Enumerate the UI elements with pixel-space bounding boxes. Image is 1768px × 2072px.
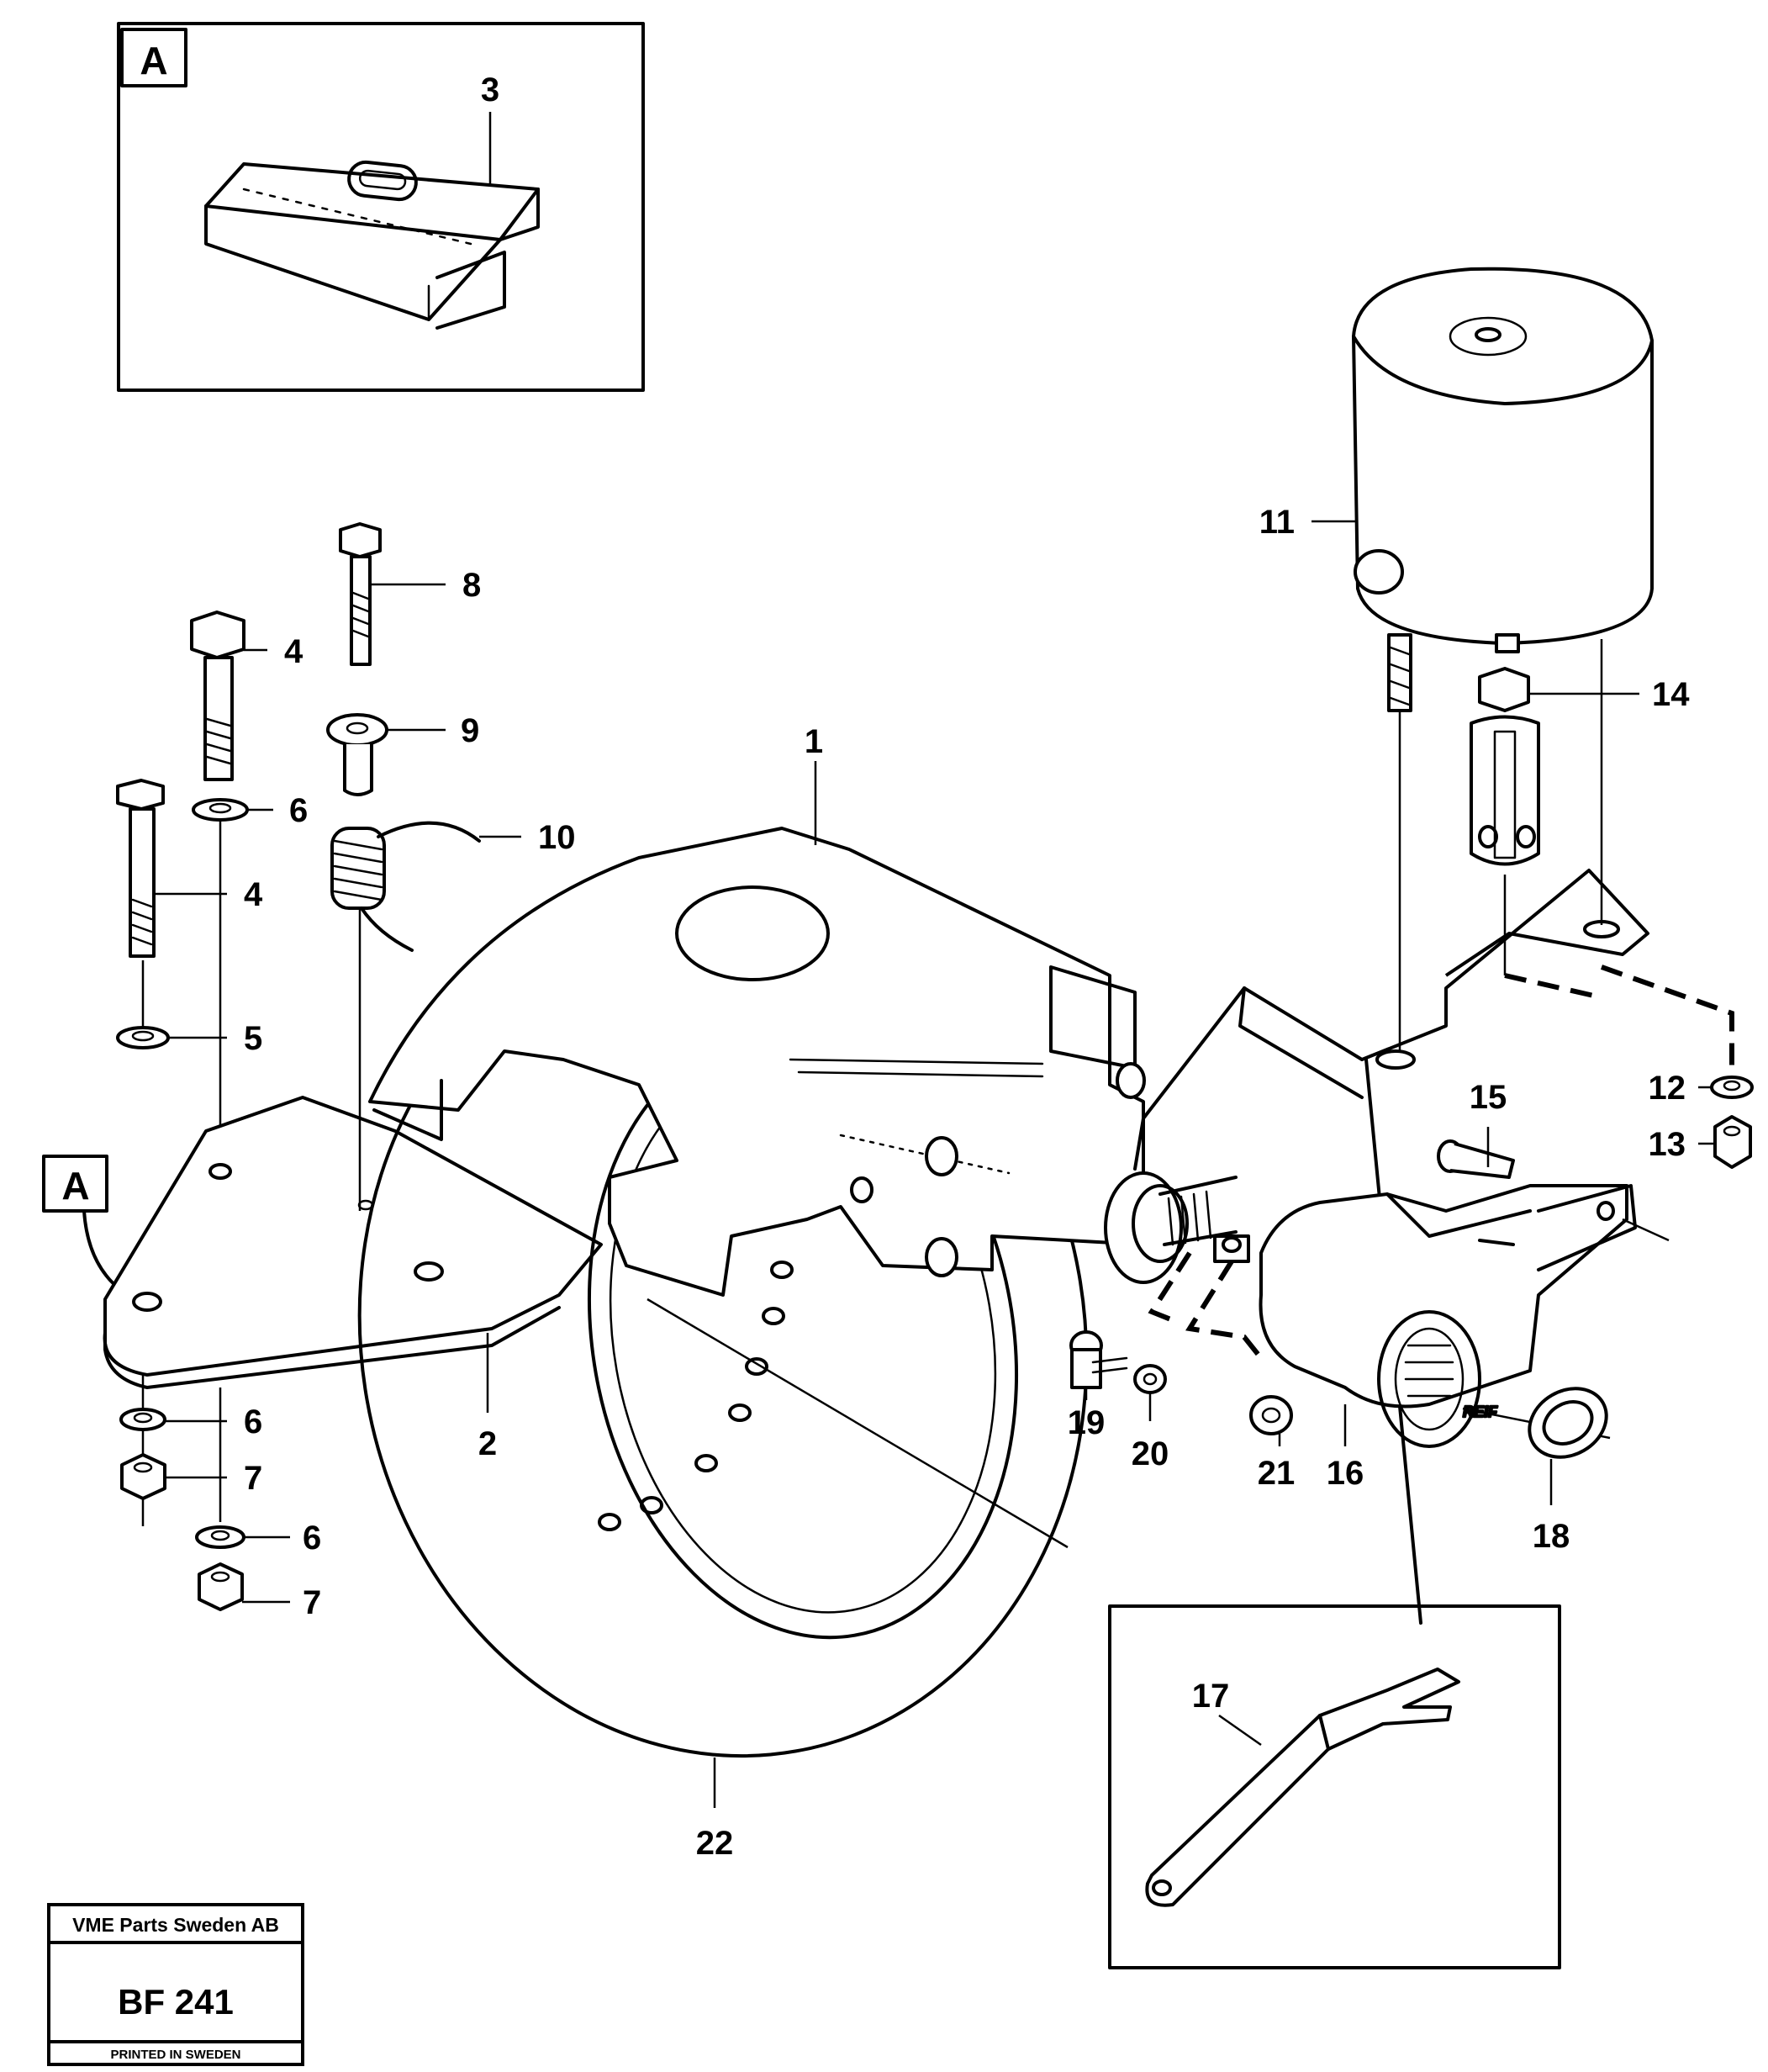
lock-pin (1213, 1234, 1250, 1263)
brake-bracket (368, 827, 1145, 1297)
callout-12: 12 (1649, 1070, 1686, 1107)
callout-9: 9 (461, 712, 479, 749)
nut-7-lower (198, 1562, 244, 1611)
adjusting-arm-inset (1108, 1604, 1561, 1969)
housing-marking: REIF (1463, 1403, 1498, 1420)
callout-4-lower: 4 (244, 876, 263, 913)
stamp-printed: PRINTED IN SWEDEN (110, 2048, 240, 2062)
callout-7-upper: 7 (244, 1460, 262, 1497)
clevis-14 (1470, 667, 1540, 866)
callout-14: 14 (1652, 676, 1690, 713)
callout-10: 10 (538, 819, 576, 856)
callout-11: 11 (1259, 504, 1295, 541)
callout-1: 1 (805, 723, 823, 760)
washer-6-top (192, 798, 249, 822)
detail-a-pointer-label: A (61, 1164, 89, 1208)
detail-a-label: A (140, 39, 167, 82)
callout-13: 13 (1649, 1126, 1686, 1163)
callout-4-upper: 4 (284, 633, 303, 670)
nut-13 (1713, 1115, 1752, 1169)
publisher-stamp: VME Parts Sweden AB BF 241 PRINTED IN SW… (47, 1903, 304, 2066)
stamp-code: BF 241 (118, 1982, 234, 2022)
pivot-bushings (850, 1062, 1146, 1277)
bolt-19 (1069, 1330, 1128, 1389)
washer-6-mid (119, 1408, 166, 1431)
callout-18: 18 (1533, 1518, 1570, 1555)
nut-21 (1249, 1395, 1293, 1435)
bolt-4-long (116, 779, 165, 958)
drum-bolt-holes (598, 1261, 794, 1531)
callout-2: 2 (478, 1425, 497, 1462)
bolt-15 (1437, 1139, 1515, 1179)
seal-ring-18 (1528, 1387, 1608, 1459)
brake-chamber (1352, 267, 1654, 712)
callout-6-top: 6 (289, 792, 308, 829)
bolt-4-short (190, 610, 245, 781)
wedge-plate-part (204, 160, 540, 330)
detail-a-inset: A 3 (117, 22, 645, 392)
callout-17: 17 (1192, 1678, 1230, 1715)
callout-22: 22 (696, 1825, 734, 1862)
sleeve-9 (326, 713, 388, 796)
bolt-8 (339, 522, 382, 666)
callout-5: 5 (244, 1020, 262, 1057)
nut-7-upper (120, 1453, 166, 1500)
callout-6-low: 6 (303, 1520, 321, 1557)
callout-21: 21 (1258, 1455, 1296, 1492)
callout-20: 20 (1132, 1435, 1169, 1472)
washer-6-low (195, 1525, 245, 1549)
callout-16: 16 (1327, 1455, 1364, 1492)
mounting-plate (103, 1096, 603, 1389)
slack-adjuster: REIF (1104, 1171, 1670, 1448)
callout-6-mid: 6 (244, 1403, 262, 1440)
callout-3: 3 (481, 71, 499, 108)
spring-10 (330, 821, 481, 952)
stamp-company: VME Parts Sweden AB (72, 1914, 279, 1936)
washer-20 (1133, 1364, 1167, 1394)
washer-5 (116, 1026, 170, 1049)
washer-12 (1710, 1076, 1754, 1099)
callout-19: 19 (1068, 1404, 1106, 1441)
callout-8: 8 (462, 567, 481, 604)
callout-15: 15 (1470, 1079, 1507, 1116)
support-plate (1133, 869, 1649, 1171)
callout-7-lower: 7 (303, 1584, 321, 1621)
